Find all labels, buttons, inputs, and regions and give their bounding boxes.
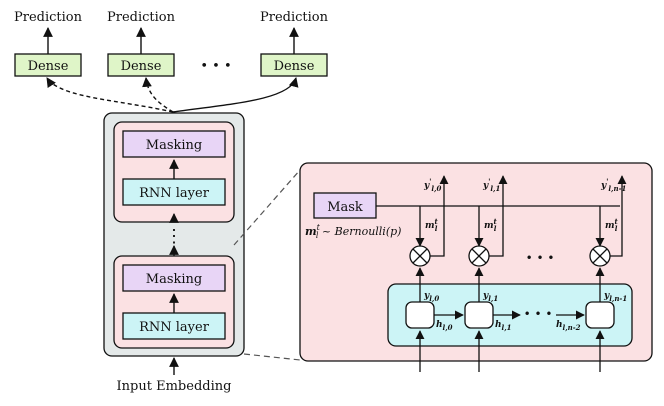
dense-label: Dense xyxy=(121,59,162,74)
output-head-1: Prediction Dense xyxy=(14,10,83,77)
rnn-layer-label: RNN layer xyxy=(139,186,210,201)
output-head-3: Prediction Dense xyxy=(260,10,329,77)
hidden-output-label: yl,0 xyxy=(423,291,439,303)
masking-label: Masking xyxy=(146,138,202,153)
output-label: y'l,1 xyxy=(482,177,500,193)
heads-ellipsis: • • • xyxy=(200,59,231,74)
prediction-label: Prediction xyxy=(260,10,329,25)
cells-ellipsis: • • • xyxy=(524,307,553,321)
rnn-cell xyxy=(585,301,615,329)
dense-label: Dense xyxy=(28,59,69,74)
input-embedding-label: Input Embedding xyxy=(117,379,232,394)
stack-to-dense-2-edge xyxy=(142,77,174,113)
output-label: y'l,0 xyxy=(423,177,441,193)
prediction-label: Prediction xyxy=(14,10,83,25)
layers-vertical-ellipsis: ⋮ xyxy=(165,226,183,247)
dense-layer-box xyxy=(107,53,175,77)
output-label: y'l,n-1 xyxy=(600,177,626,193)
rnn-cell xyxy=(405,301,435,329)
rnn-cell xyxy=(464,301,494,329)
rnn-layer-box xyxy=(122,312,226,340)
mask-box xyxy=(313,192,377,219)
hidden-state-label: hl,0 xyxy=(436,320,453,332)
dense-layer-box xyxy=(14,53,82,77)
stack-to-dense-1-edge xyxy=(46,77,174,113)
upper-layer-block: Masking RNN layer xyxy=(113,121,235,223)
masking-box xyxy=(122,264,226,292)
hidden-state-label: hl,1 xyxy=(495,320,512,332)
zoom-callout-bottom-line xyxy=(243,353,301,361)
stack-to-dense-3-edge xyxy=(172,77,299,113)
columns-ellipsis: • • • xyxy=(526,251,555,265)
masking-box xyxy=(122,130,226,158)
lower-layer-block: Masking RNN layer xyxy=(113,255,235,349)
hidden-output-label: yl,n-1 xyxy=(603,291,627,303)
hidden-output-label: yl,1 xyxy=(482,291,498,303)
output-head-2: Prediction Dense xyxy=(107,10,176,77)
zoom-callout-top-line xyxy=(233,169,301,246)
hidden-state-label: hl,n-2 xyxy=(556,320,581,332)
rnn-layer-label: RNN layer xyxy=(139,320,210,335)
dense-label: Dense xyxy=(274,59,315,74)
mask-label: Mask xyxy=(327,200,363,215)
masking-label: Masking xyxy=(146,272,202,287)
prediction-label: Prediction xyxy=(107,10,176,25)
rnn-layer-box xyxy=(122,178,226,206)
dense-layer-box xyxy=(260,53,328,77)
